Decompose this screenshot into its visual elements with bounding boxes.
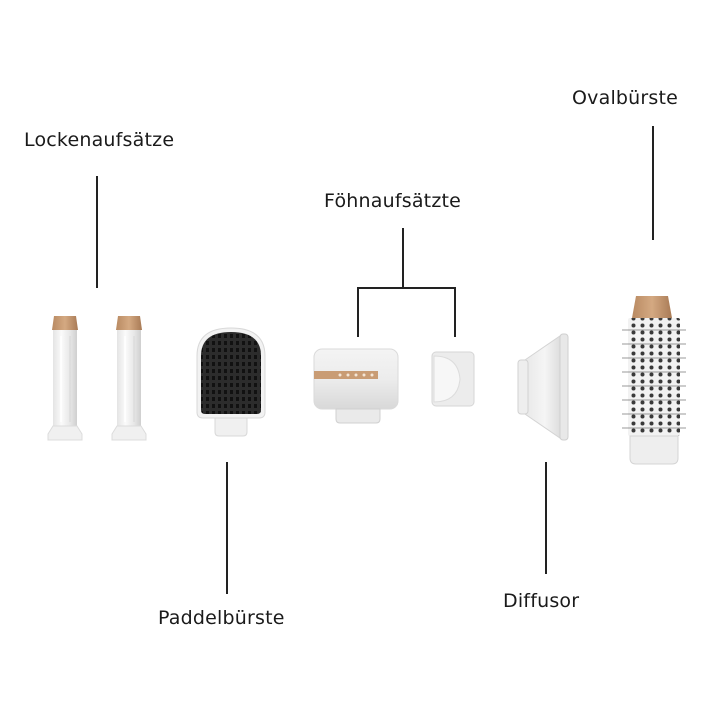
label-curling-attachments: Lockenaufsätze: [24, 129, 175, 151]
connector-oval: [652, 126, 654, 240]
label-dryer-attachments: Föhnaufsätzte: [324, 190, 462, 212]
connector-diffuser: [545, 462, 547, 574]
connector-dryer-bar: [357, 287, 456, 289]
connector-paddle: [226, 462, 228, 594]
label-oval-brush: Ovalbürste: [572, 87, 679, 109]
paddle-brush-icon: [193, 326, 273, 440]
label-diffuser: Diffusor: [503, 590, 580, 612]
connector-dryer-left: [357, 287, 359, 337]
oval-brush-icon: [620, 294, 690, 470]
dryer-nozzle-icon: [428, 350, 478, 410]
curling-barrel-icon-2: [108, 314, 150, 444]
label-paddle-brush: Paddelbürste: [158, 607, 285, 629]
diffuser-icon: [516, 332, 572, 442]
connector-dryer-stem: [402, 228, 404, 288]
dryer-concentrator-icon: [310, 347, 406, 427]
connector-curling: [96, 176, 98, 288]
connector-dryer-right: [454, 287, 456, 337]
curling-barrel-icon-1: [44, 314, 86, 444]
